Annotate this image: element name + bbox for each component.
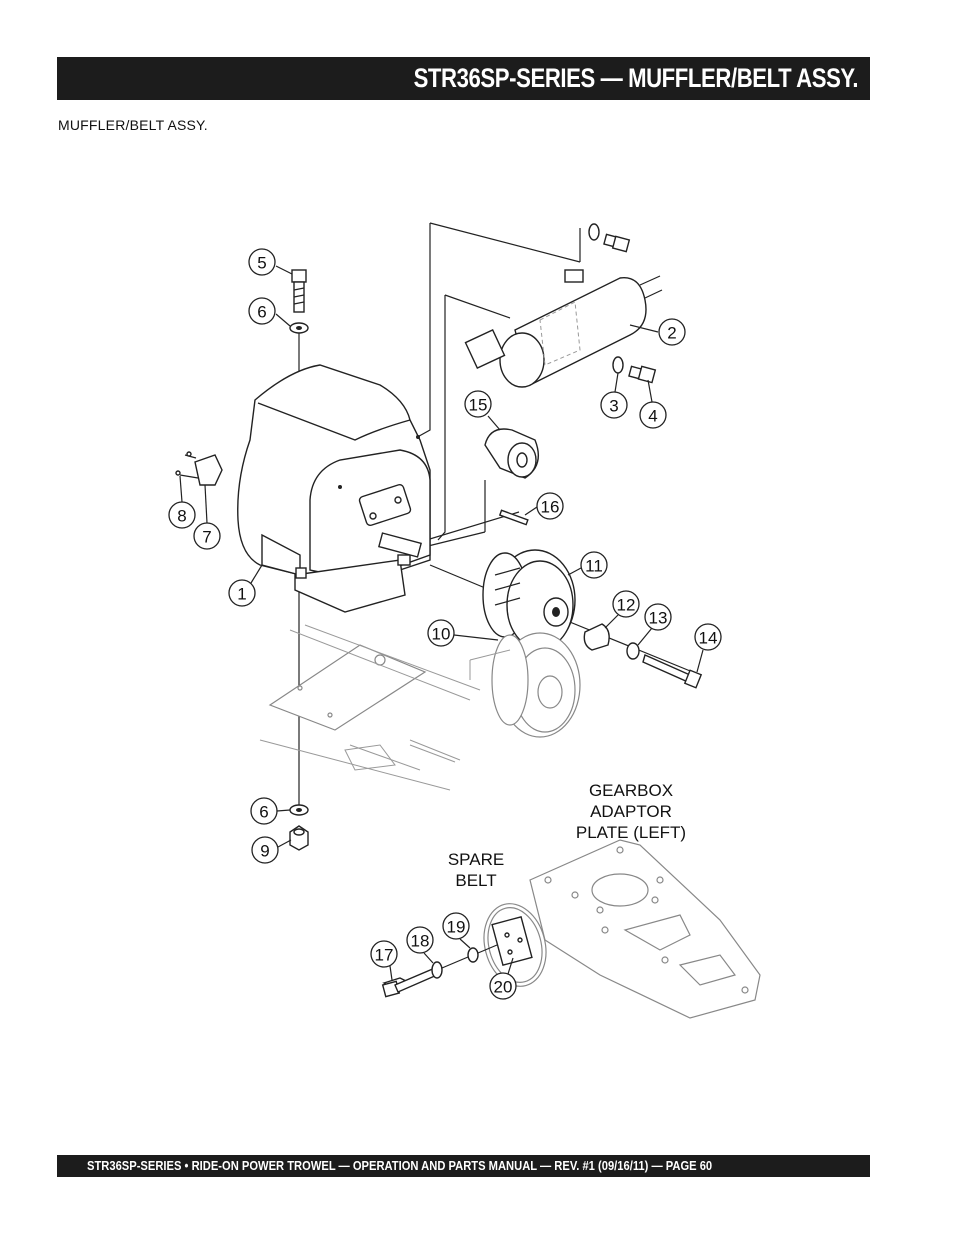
svg-text:2: 2 bbox=[667, 324, 676, 343]
svg-text:16: 16 bbox=[541, 498, 560, 517]
svg-text:20: 20 bbox=[494, 978, 513, 997]
callout-6-top: 6 bbox=[248, 297, 291, 327]
svg-text:11: 11 bbox=[585, 557, 603, 576]
belt-guard bbox=[237, 364, 431, 613]
drive-shaft bbox=[378, 532, 422, 558]
svg-text:9: 9 bbox=[260, 842, 269, 861]
callout-13: 13 bbox=[637, 603, 672, 646]
callout-12: 12 bbox=[604, 590, 640, 629]
callout-18: 18 bbox=[406, 926, 434, 964]
callout-7: 7 bbox=[193, 484, 221, 550]
callout-2: 2 bbox=[629, 318, 686, 346]
callout-11: 11 bbox=[567, 551, 608, 579]
page-footer: STR36SP-SERIES • RIDE-ON POWER TROWEL — … bbox=[57, 1155, 870, 1177]
spacer-cylinder bbox=[484, 428, 539, 479]
callout-17: 17 bbox=[370, 940, 398, 981]
shaft-key bbox=[498, 509, 529, 526]
svg-text:10: 10 bbox=[432, 625, 451, 644]
callout-19: 19 bbox=[442, 912, 471, 949]
gearbox-note-line1: GEARBOX bbox=[589, 781, 673, 800]
callout-10: 10 bbox=[427, 619, 499, 647]
svg-text:17: 17 bbox=[375, 946, 394, 965]
svg-text:13: 13 bbox=[649, 609, 668, 628]
svg-text:6: 6 bbox=[257, 303, 266, 322]
spare-belt bbox=[483, 903, 547, 987]
callout-3: 3 bbox=[600, 372, 628, 419]
bottom-washer-nut bbox=[289, 804, 309, 851]
callout-1: 1 bbox=[228, 564, 263, 607]
section-label: MUFFLER/BELT ASSY. bbox=[58, 117, 208, 133]
driven-pulley bbox=[469, 632, 581, 738]
svg-text:12: 12 bbox=[617, 596, 636, 615]
callout-16: 16 bbox=[524, 492, 564, 520]
callout-6-bottom: 6 bbox=[250, 797, 291, 825]
pulley-hardware bbox=[583, 623, 703, 689]
svg-text:7: 7 bbox=[202, 528, 211, 547]
gearbox-note-line3: PLATE (LEFT) bbox=[576, 823, 686, 842]
top-bolt bbox=[289, 269, 309, 334]
svg-text:19: 19 bbox=[447, 918, 466, 937]
muffler-hardware bbox=[588, 223, 657, 384]
svg-text:15: 15 bbox=[469, 396, 488, 415]
page-title: STR36SP-SERIES — MUFFLER/BELT ASSY. bbox=[413, 63, 858, 93]
svg-text:8: 8 bbox=[177, 507, 186, 526]
svg-text:6: 6 bbox=[259, 803, 268, 822]
frame-plate bbox=[259, 624, 481, 791]
svg-text:1: 1 bbox=[237, 585, 246, 604]
gearbox-adaptor-plate bbox=[529, 839, 761, 1019]
callout-4: 4 bbox=[639, 379, 667, 429]
svg-text:18: 18 bbox=[411, 932, 430, 951]
callout-15: 15 bbox=[464, 390, 501, 431]
footer-text: STR36SP-SERIES • RIDE-ON POWER TROWEL — … bbox=[87, 1158, 713, 1173]
plate-hardware bbox=[381, 944, 498, 998]
muffler bbox=[464, 269, 663, 388]
bracket bbox=[175, 451, 223, 486]
callout-5: 5 bbox=[248, 248, 293, 276]
callout-8: 8 bbox=[168, 475, 196, 529]
callout-20: 20 bbox=[489, 957, 517, 1000]
svg-text:14: 14 bbox=[699, 629, 718, 648]
svg-text:4: 4 bbox=[648, 407, 657, 426]
spare-belt-note-line1: SPARE bbox=[448, 850, 504, 869]
callout-14: 14 bbox=[694, 623, 722, 673]
callout-9: 9 bbox=[251, 836, 292, 864]
page-header: STR36SP-SERIES — MUFFLER/BELT ASSY. bbox=[57, 57, 870, 100]
svg-text:3: 3 bbox=[609, 397, 618, 416]
gearbox-note-line2: ADAPTOR bbox=[590, 802, 672, 821]
spare-belt-note-line2: BELT bbox=[455, 871, 496, 890]
svg-text:5: 5 bbox=[257, 254, 266, 273]
